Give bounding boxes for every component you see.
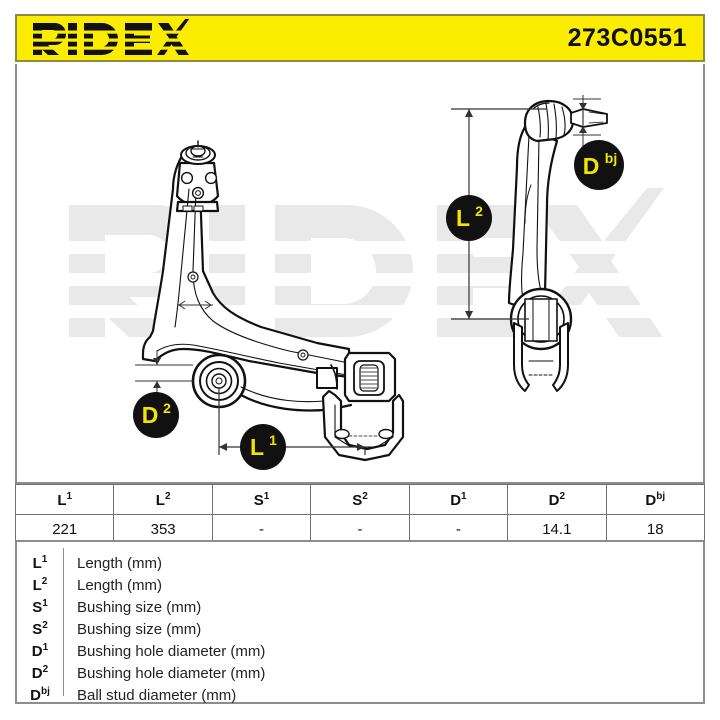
header-symbol: S	[253, 491, 264, 509]
legend-description: Bushing hole diameter (mm)	[77, 664, 266, 682]
legend-symbol-sup: 2	[42, 620, 48, 631]
ridex-logo	[31, 19, 191, 57]
table-value-cell: 14.1	[507, 514, 607, 544]
legend-symbol: S1	[17, 598, 63, 616]
legend-row: Dbj Ball stud diameter (mm)	[17, 684, 703, 706]
legend-row: S2 Bushing size (mm)	[17, 618, 703, 640]
header-sup: 2	[362, 490, 368, 502]
legend-symbol: D1	[17, 642, 63, 660]
legend-symbol-sup: 2	[41, 576, 48, 587]
legend-symbol-sup: 1	[42, 598, 48, 609]
table-header-row: L1 L2 S1 S2 D1 D2 Dbj	[14, 484, 706, 515]
legend-symbol-letter: L	[32, 577, 42, 594]
legend-symbol: D2	[17, 664, 63, 682]
header-sup: bj	[656, 490, 666, 502]
header-symbol: D	[548, 491, 560, 509]
legend-symbol-sup: bj	[40, 686, 50, 697]
legend-symbol-letter: S	[32, 599, 43, 616]
callout-L1: L 1	[240, 424, 286, 470]
callout-badges: D 2 L 1 L 2 D bj	[133, 140, 624, 470]
table-value-cell: -	[310, 514, 410, 544]
legend-description: Length (mm)	[77, 576, 163, 594]
legend-description: Bushing size (mm)	[77, 598, 202, 616]
legend-row: S1 Bushing size (mm)	[17, 596, 703, 618]
table-header-cell: S1	[211, 484, 312, 515]
technical-drawing-area: D 2 L 1 L 2 D bj	[15, 64, 705, 484]
table-value-cell: -	[408, 514, 509, 544]
header-symbol: L	[155, 491, 165, 509]
callout-L1-sup: 1	[269, 432, 277, 448]
legend-row: D2 Bushing hole diameter (mm)	[17, 662, 703, 684]
legend-symbol: S2	[17, 620, 63, 638]
legend-row: L1 Length (mm)	[17, 552, 703, 574]
callout-D2-sup: 2	[163, 400, 171, 416]
legend-symbol-sup: 1	[41, 554, 48, 565]
legend-symbol-letter: L	[32, 555, 42, 572]
legend-row: L2 Length (mm)	[17, 574, 703, 596]
legend-description: Length (mm)	[77, 554, 163, 572]
table-header-cell: D2	[507, 484, 607, 515]
specification-table: L1 L2 S1 S2 D1 D2 Dbj 221 353 - - - 14.1…	[14, 484, 706, 544]
callout-D2: D 2	[133, 392, 179, 438]
legend-box: L1 Length (mm) L2 Length (mm) S1 Bushing…	[15, 540, 705, 704]
legend-row: D1 Bushing hole diameter (mm)	[17, 640, 703, 662]
table-header-cell: Dbj	[605, 484, 706, 515]
header-bar: 273C0551	[15, 14, 705, 62]
legend-divider	[63, 548, 64, 696]
legend-description: Bushing size (mm)	[77, 620, 202, 638]
callout-D2-label: D	[142, 402, 159, 428]
callout-Dbj-sup: bj	[605, 150, 617, 166]
legend-symbol-letter: D	[31, 665, 43, 682]
ridex-logo-svg	[33, 19, 190, 55]
table-value-cell: 18	[605, 514, 706, 544]
legend-description: Bushing hole diameter (mm)	[77, 642, 266, 660]
table-header-cell: D1	[408, 484, 509, 515]
centre-marks	[177, 300, 213, 310]
header-symbol: D	[645, 491, 657, 509]
callout-Dbj-label: D	[583, 153, 600, 179]
table-value-cell: -	[211, 514, 312, 544]
legend-symbol: L2	[17, 576, 63, 594]
callout-Dbj: D bj	[574, 140, 624, 190]
legend-symbol-letter: D	[30, 687, 41, 704]
header-sup: 1	[461, 490, 467, 502]
header-sup: 1	[66, 490, 73, 502]
legend-description: Ball stud diameter (mm)	[77, 686, 237, 704]
legend-symbol-sup: 1	[42, 642, 49, 653]
table-header-cell: L1	[14, 484, 115, 515]
header-sup: 2	[164, 490, 171, 502]
legend-symbol: Dbj	[17, 686, 63, 704]
header-symbol: L	[57, 491, 67, 509]
header-sup: 2	[559, 490, 566, 502]
legend-symbol-letter: S	[32, 621, 43, 638]
control-arm-figure: D 2 L 1 L 2 D bj	[133, 95, 624, 470]
legend-symbol: L1	[17, 554, 63, 572]
callout-L2-sup: 2	[475, 203, 483, 219]
callout-L2: L 2	[446, 195, 492, 241]
control-arm-right-view	[507, 99, 608, 392]
table-header-cell: L2	[113, 484, 213, 515]
header-sup: 1	[263, 490, 270, 502]
header-symbol: D	[450, 491, 462, 509]
header-symbol: S	[352, 491, 363, 509]
legend-symbol-sup: 2	[42, 664, 49, 675]
callout-L1-label: L	[250, 434, 264, 460]
legend-symbol-letter: D	[31, 643, 43, 660]
callout-L2-label: L	[456, 205, 470, 231]
control-arm-left-view	[141, 140, 405, 462]
part-number: 273C0551	[567, 23, 687, 52]
table-header-cell: S2	[310, 484, 410, 515]
